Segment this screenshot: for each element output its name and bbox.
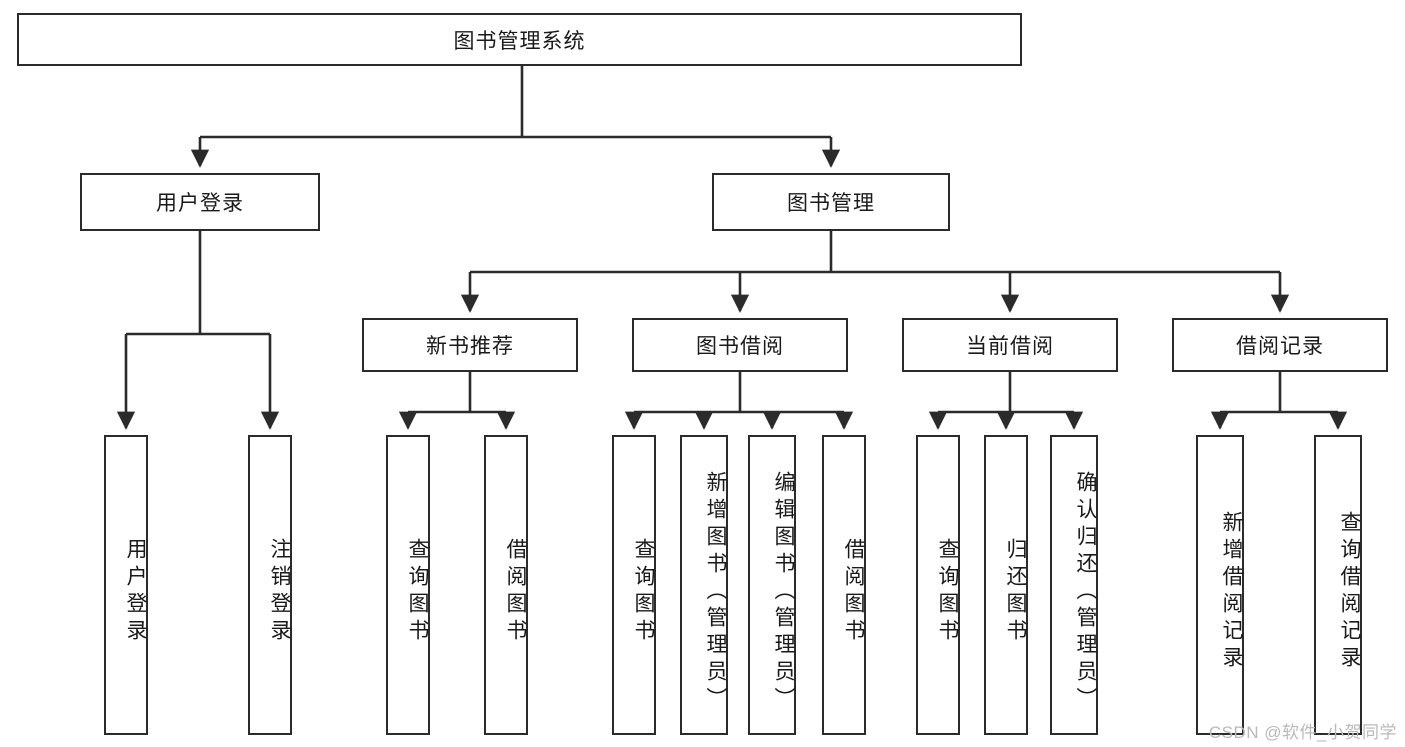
leaf-user-login[interactable]: 用户登录 — [104, 435, 148, 735]
leaf-borrow-books-1[interactable]: 借阅图书 — [484, 435, 528, 735]
leaf-label: 查询图书 — [936, 538, 959, 646]
watermark: CSDN @软件_小贺同学 — [1208, 723, 1397, 742]
leaf-query-borrow-record[interactable]: 查询借阅记录 — [1314, 435, 1362, 735]
leaf-label: 查询图书 — [406, 538, 429, 646]
node-label: 当前借阅 — [966, 335, 1054, 358]
leaf-label: 借阅图书 — [842, 538, 865, 646]
node-book-borrow[interactable]: 图书借阅 — [632, 318, 848, 372]
leaf-label: 用户登录 — [124, 538, 147, 646]
node-label: 图书借阅 — [696, 335, 784, 358]
node-book-management[interactable]: 图书管理 — [712, 173, 950, 231]
leaf-label: 确认归还（管理员） — [1074, 470, 1097, 714]
leaf-query-books-1[interactable]: 查询图书 — [386, 435, 430, 735]
leaf-label: 注销登录 — [268, 538, 291, 646]
node-label: 图书管理 — [787, 192, 875, 215]
leaf-return-book[interactable]: 归还图书 — [984, 435, 1028, 735]
leaf-query-books-3[interactable]: 查询图书 — [916, 435, 960, 735]
leaf-logout[interactable]: 注销登录 — [248, 435, 292, 735]
leaf-edit-book[interactable]: 编辑图书（管理员） — [748, 435, 796, 735]
leaf-add-borrow-record[interactable]: 新增借阅记录 — [1196, 435, 1244, 735]
node-label: 借阅记录 — [1236, 335, 1324, 358]
leaf-label: 新增借阅记录 — [1220, 511, 1243, 673]
leaf-label: 借阅图书 — [504, 538, 527, 646]
node-borrow-record[interactable]: 借阅记录 — [1172, 318, 1388, 372]
leaf-label: 查询图书 — [632, 538, 655, 646]
root-node-label: 图书管理系统 — [453, 29, 586, 53]
leaf-label: 编辑图书（管理员） — [772, 470, 795, 714]
leaf-confirm-return[interactable]: 确认归还（管理员） — [1050, 435, 1098, 735]
node-user-login[interactable]: 用户登录 — [80, 173, 320, 231]
leaf-borrow-books-2[interactable]: 借阅图书 — [822, 435, 866, 735]
leaf-label: 归还图书 — [1004, 538, 1027, 646]
node-new-book-recommend[interactable]: 新书推荐 — [362, 318, 578, 372]
node-label: 新书推荐 — [426, 335, 514, 358]
leaf-label: 新增图书（管理员） — [704, 470, 727, 714]
node-label: 用户登录 — [156, 192, 244, 215]
root-node-book-management-system[interactable]: 图书管理系统 — [17, 13, 1022, 66]
node-current-borrow[interactable]: 当前借阅 — [902, 318, 1118, 372]
leaf-label: 查询借阅记录 — [1338, 511, 1361, 673]
leaf-add-book[interactable]: 新增图书（管理员） — [680, 435, 728, 735]
leaf-query-books-2[interactable]: 查询图书 — [612, 435, 656, 735]
